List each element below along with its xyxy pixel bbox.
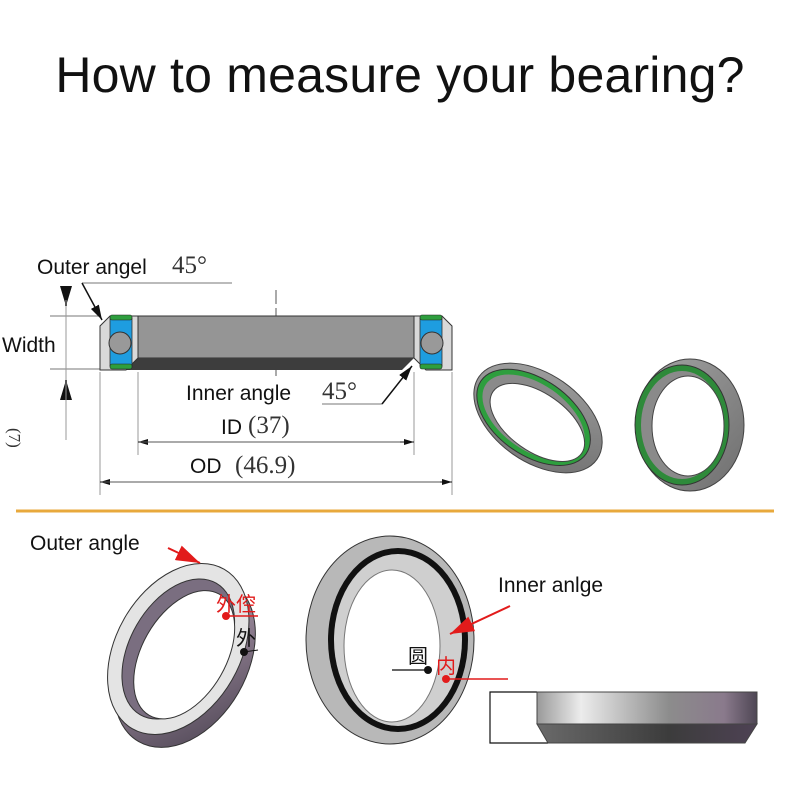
inner-angle-photo-label: Inner anlge [498,574,604,597]
width-label: Width [2,334,56,357]
id-label: ID [221,416,242,439]
page-title: How to measure your bearing? [55,47,745,103]
outer-cn-label: 外 [236,626,256,650]
outer-diameter-cn-label: 外倥 [216,592,256,616]
outer-angle-photo-label: Outer angle [30,532,140,555]
outer-angle-value: 45° [172,252,207,279]
id-value: (37) [248,412,290,439]
outer-angle-label: Outer angel [37,256,147,279]
inner-cn-label: 内 [436,654,456,678]
od-label: OD [190,455,222,478]
round-cn-label: 圆 [408,644,428,668]
inner-angle-label: Inner angle [186,382,292,405]
inner-angle-value: 45° [322,378,357,405]
od-value: (46.9) [235,452,296,479]
